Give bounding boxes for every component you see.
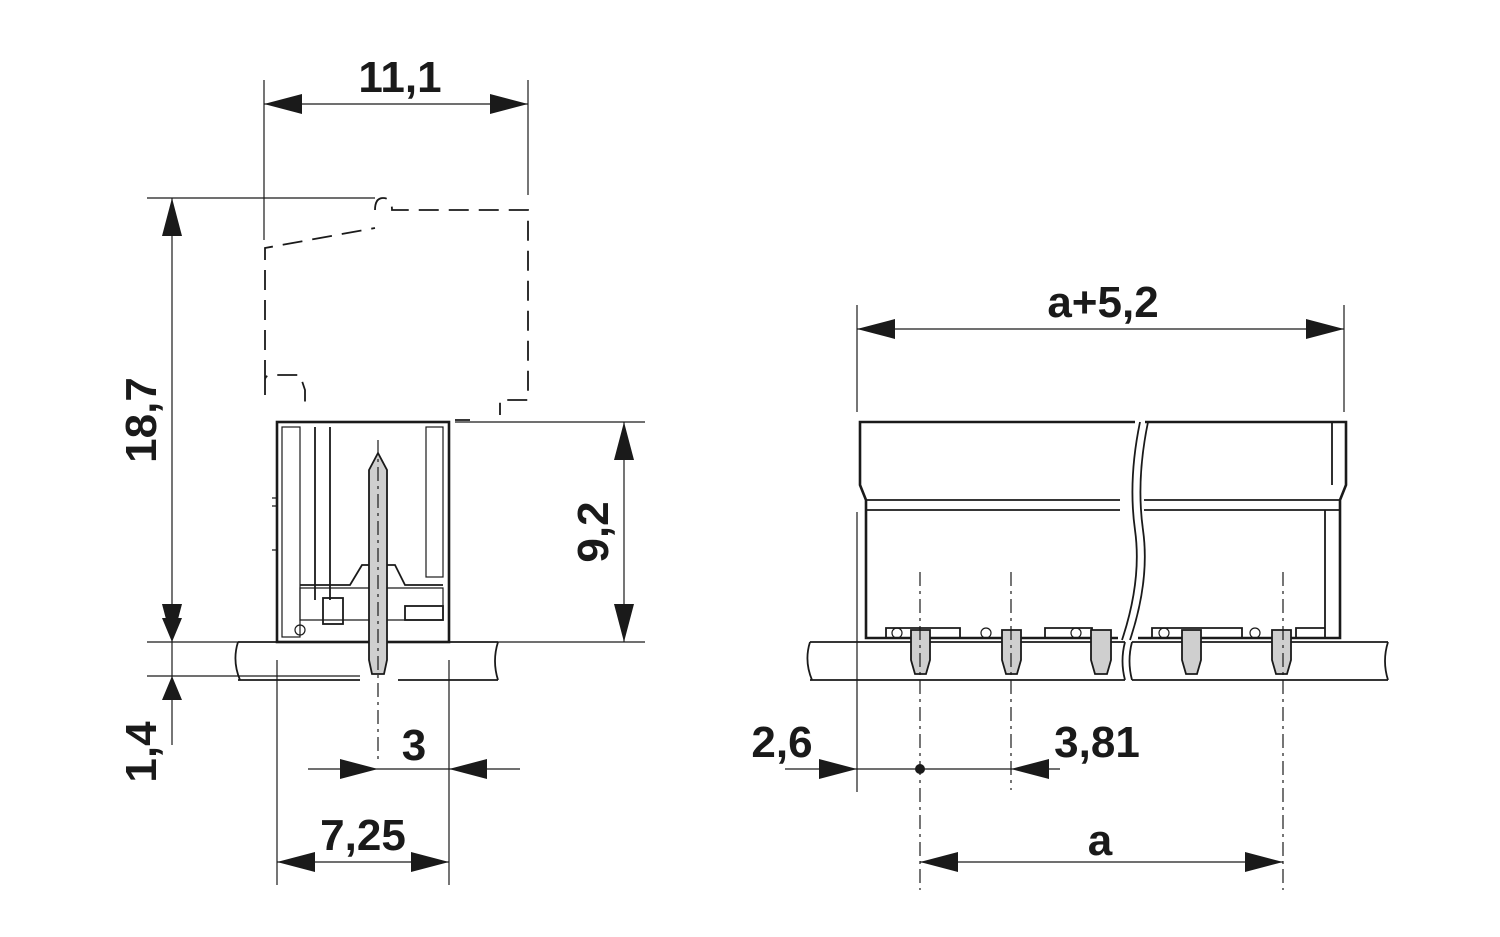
label-end-offset: 2,6	[751, 718, 812, 767]
label-pin-span: a	[1088, 816, 1113, 865]
dim-end-offset-pitch: 2,6 3,81	[751, 512, 1140, 792]
dim-footprint-depth: 7,25	[277, 811, 449, 872]
dim-pin-length: 1,4	[117, 618, 360, 783]
side-view: 11,1 18,7 1,4 9,2	[117, 53, 645, 885]
dim-pin-span: a	[920, 816, 1283, 872]
mating-plug-outline	[264, 197, 529, 421]
housing-front	[858, 420, 1348, 641]
label-side-height: 18,7	[117, 377, 166, 463]
housing-side	[272, 420, 451, 644]
dim-side-width: 11,1	[263, 53, 529, 240]
label-side-width: 11,1	[358, 53, 441, 102]
label-body-height: 9,2	[569, 501, 618, 562]
label-pitch: 3,81	[1054, 718, 1140, 767]
pins-front	[910, 629, 1292, 675]
dim-body-height: 9,2	[455, 421, 645, 643]
dim-side-height: 18,7	[117, 197, 375, 643]
dim-total-length: a+5,2	[856, 278, 1345, 412]
label-footprint-depth: 7,25	[320, 811, 406, 860]
pcb-right	[806, 641, 1389, 681]
front-view: a+5,2 2,6 3,81 a	[751, 278, 1389, 890]
label-pin-length: 1,4	[117, 721, 166, 783]
dim-pin-offset: 3	[276, 660, 520, 885]
pin-side	[368, 451, 388, 675]
pcb-left	[234, 641, 499, 681]
label-total-length: a+5,2	[1047, 278, 1158, 327]
label-pin-offset: 3	[402, 721, 426, 770]
